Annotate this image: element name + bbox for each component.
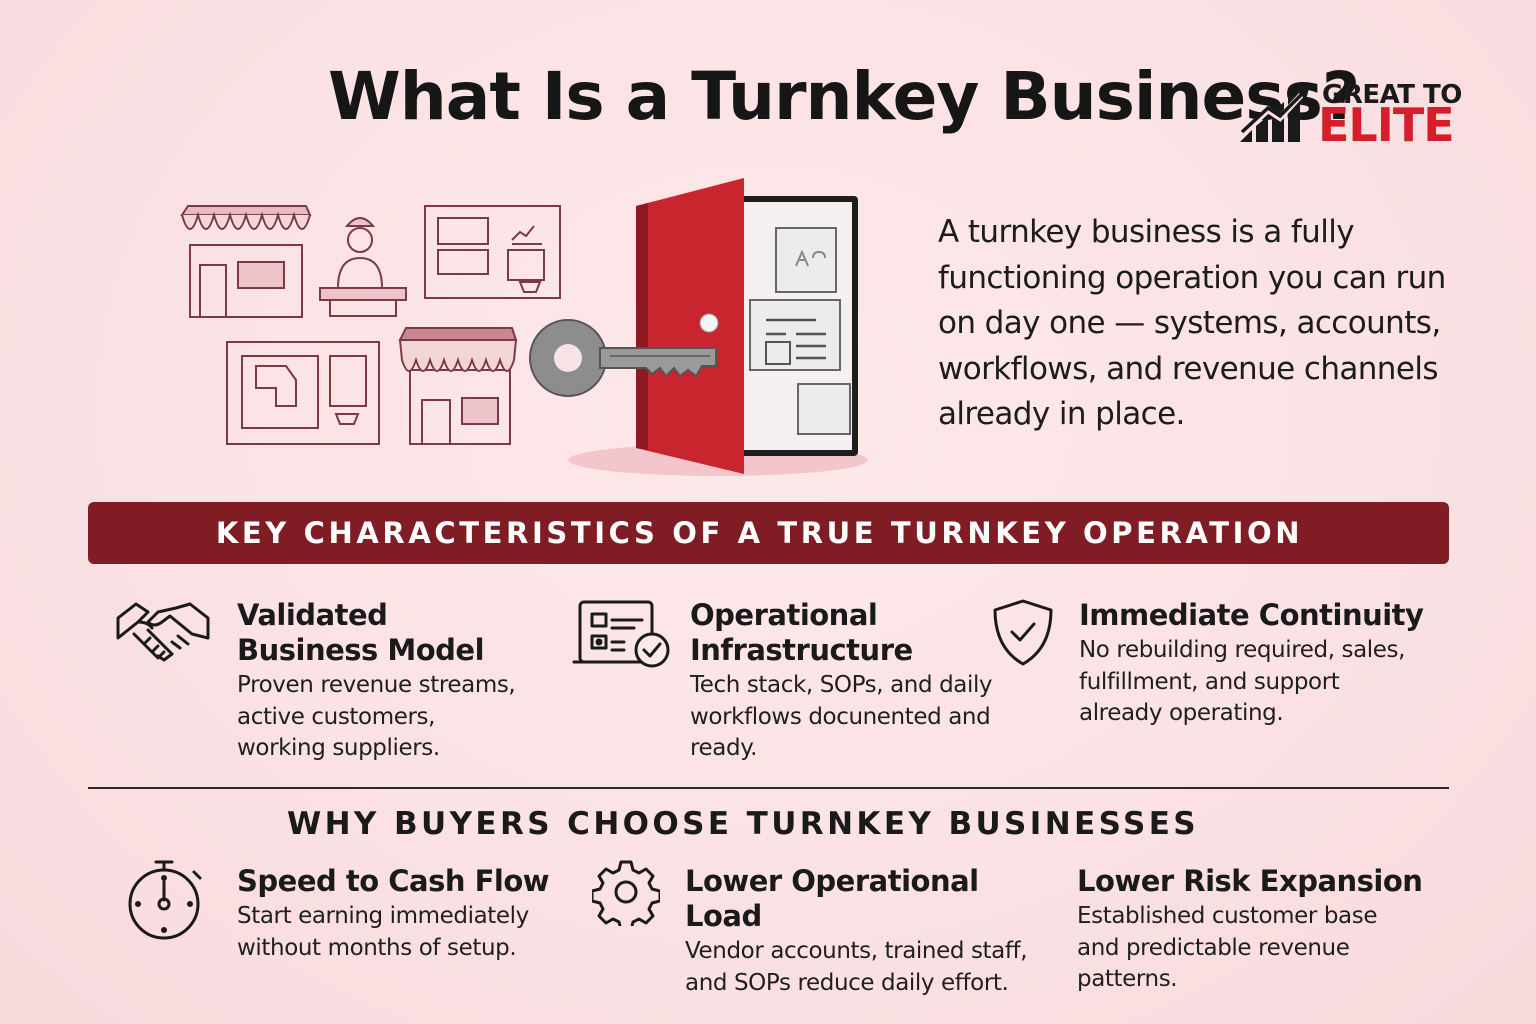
handshake-icon: [116, 602, 210, 662]
checklist-icon: [572, 600, 670, 668]
hero-illustration: [180, 178, 868, 476]
key-icon: [529, 319, 717, 397]
characteristic-desc: Tech stack, SOPs, and daily workflows do…: [690, 672, 993, 761]
benefit-title: Lower Risk Expansion: [1077, 864, 1423, 898]
dashboard-icon: [424, 205, 561, 299]
storefront-icon: [398, 327, 518, 445]
floor-plan-icon: [226, 341, 380, 445]
brand-logo: GREAT TO ELITE: [1238, 80, 1462, 152]
benefit-title: Lower Operational Load: [685, 864, 979, 933]
intro-paragraph: A turnkey business is a fully functionin…: [938, 214, 1446, 432]
chef-icon: [319, 217, 407, 317]
stopwatch-icon: [128, 860, 202, 940]
characteristic-title: Operational Infrastructure: [690, 598, 913, 667]
characteristic-desc: No rebuilding required, sales, fulfillme…: [1079, 637, 1406, 726]
rising-chart-icon: [1239, 84, 1310, 142]
logo-line1: GREAT TO: [1322, 80, 1462, 110]
section-banner: KEY CHARACTERISTICS OF A TRUE TURNKEY OP…: [88, 502, 1449, 564]
characteristic-title: Validated Business Model: [237, 598, 485, 667]
shield-check-icon: [993, 599, 1053, 666]
section-divider: [88, 787, 1449, 789]
tablet-icon: [738, 196, 858, 456]
door-icon: [636, 178, 744, 474]
gear-icon: [592, 860, 660, 926]
characteristic-title: Immediate Continuity: [1079, 598, 1424, 632]
logo-line2: ELITE: [1318, 98, 1455, 152]
benefit-desc: Start earning immediately without months…: [237, 903, 529, 961]
why-heading: WHY BUYERS CHOOSE TURNKEY BUSINESSES: [286, 806, 1199, 842]
section-banner-label: KEY CHARACTERISTICS OF A TRUE TURNKEY OP…: [215, 516, 1304, 550]
storefront-icon: [180, 205, 312, 318]
characteristic-desc: Proven revenue streams, active customers…: [237, 672, 516, 761]
benefit-desc: Established customer base and predictabl…: [1077, 903, 1378, 992]
benefit-desc: Vendor accounts, trained staff, and SOPs…: [685, 938, 1028, 996]
page-title: What Is a Turnkey Business?: [328, 58, 1360, 135]
benefit-title: Speed to Cash Flow: [237, 864, 550, 898]
